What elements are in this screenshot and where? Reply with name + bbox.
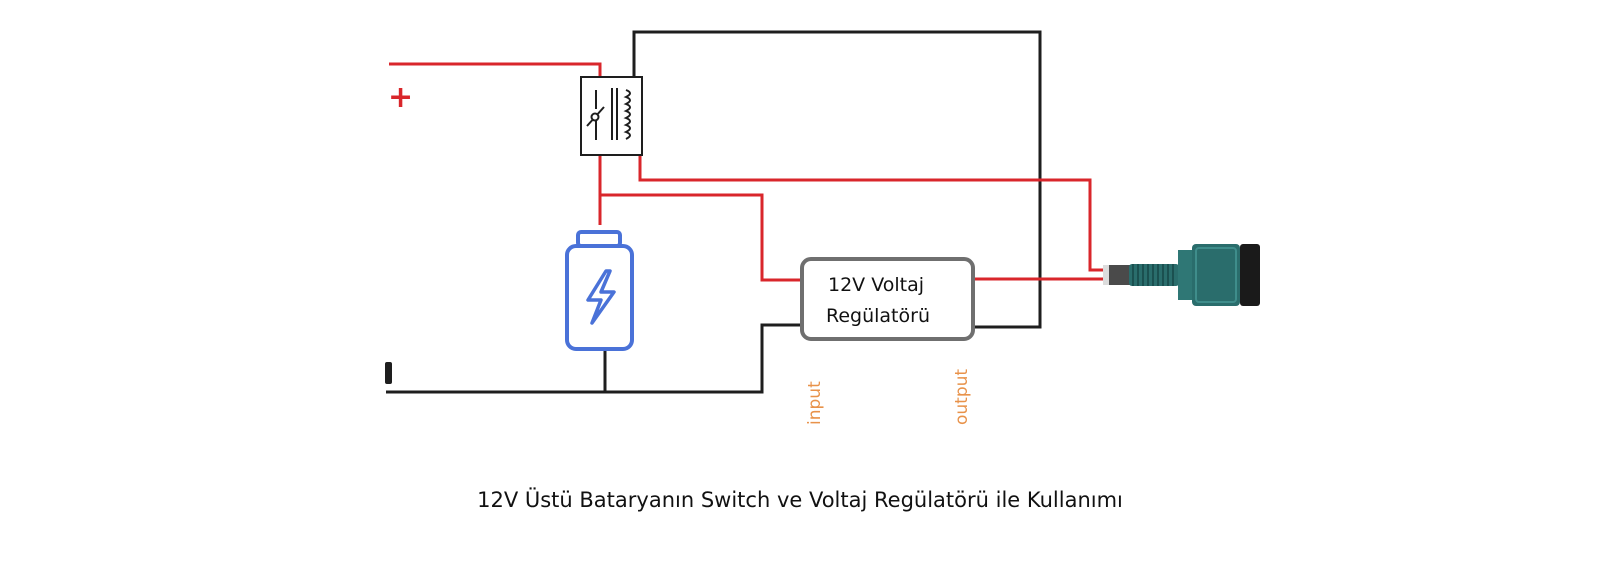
positive-input-wire — [389, 62, 602, 78]
battery-icon — [565, 230, 634, 351]
negative-terminal-mark — [385, 362, 392, 384]
output-label: output — [952, 369, 972, 425]
ground-wire — [386, 323, 800, 394]
regulator-label-line2: Regülatörü — [826, 305, 930, 327]
relay-top-wire — [632, 30, 1042, 329]
voltage-regulator: 12V Voltaj Regülatörü — [800, 257, 975, 341]
regulator-label-line1: 12V Voltaj — [828, 274, 924, 296]
relay-to-jack-wire — [638, 155, 1105, 272]
relay-switch-icon — [580, 76, 643, 156]
positive-terminal-symbol: + — [388, 80, 413, 115]
battery-to-regulator-input-wire — [600, 193, 800, 282]
dc-jack-connector-icon — [1103, 244, 1260, 306]
diagram-caption: 12V Üstü Bataryanın Switch ve Voltaj Reg… — [477, 488, 1123, 512]
input-label: input — [805, 381, 825, 425]
positive-wires — [389, 62, 1105, 282]
negative-wires — [386, 30, 1042, 394]
